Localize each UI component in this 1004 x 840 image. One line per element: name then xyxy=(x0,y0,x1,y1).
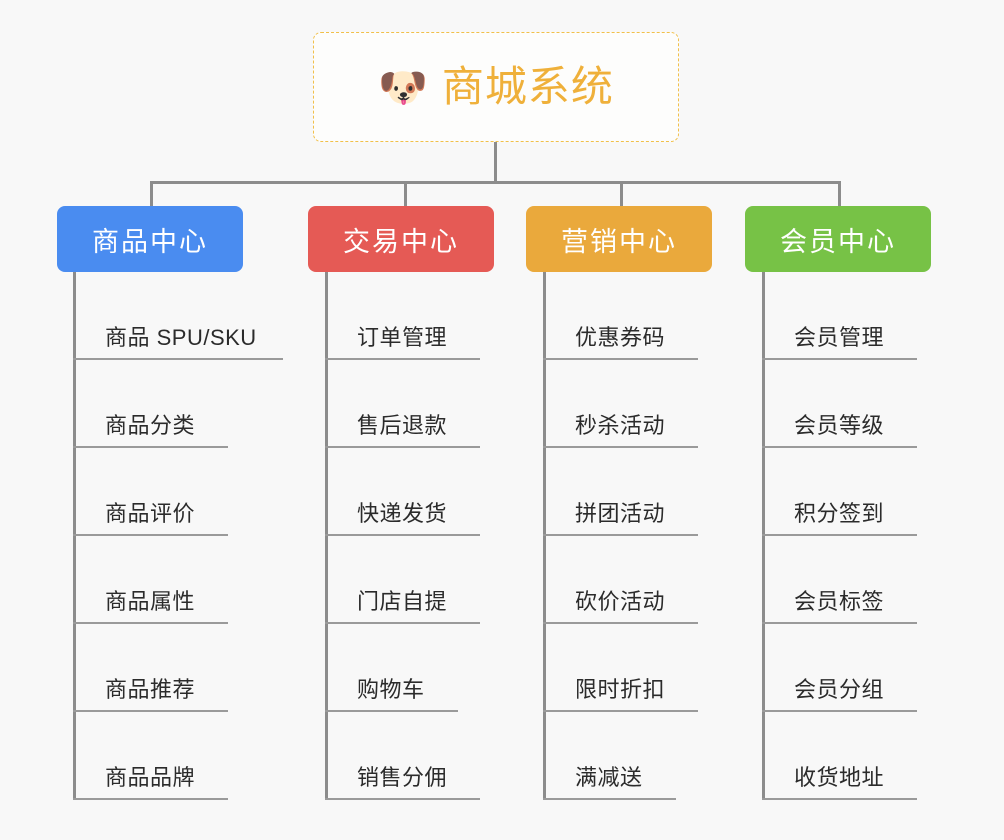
leaf-item[interactable]: 快递发货 xyxy=(325,448,480,536)
leaf-item-label: 商品品牌 xyxy=(105,765,196,790)
connector-drop-3 xyxy=(620,181,623,206)
leaf-item-label: 商品分类 xyxy=(105,413,196,438)
column-spine xyxy=(762,272,765,800)
leaf-item-label: 拼团活动 xyxy=(575,501,666,526)
leaf-item[interactable]: 商品分类 xyxy=(73,360,228,448)
leaf-item-label: 砍价活动 xyxy=(575,589,666,614)
leaf-item[interactable]: 积分签到 xyxy=(762,448,917,536)
leaf-item-label: 售后退款 xyxy=(357,413,448,438)
category-box-1[interactable]: 商品中心 xyxy=(57,206,243,272)
leaf-item[interactable]: 限时折扣 xyxy=(543,624,698,712)
leaf-item-label: 会员分组 xyxy=(794,677,885,702)
category-label: 交易中心 xyxy=(343,226,459,257)
column-spine xyxy=(543,272,546,800)
leaf-item[interactable]: 满减送 xyxy=(543,712,676,800)
column-spine xyxy=(73,272,76,800)
connector-root-stem xyxy=(494,142,497,182)
leaf-item-label: 秒杀活动 xyxy=(575,413,666,438)
leaf-item-label: 积分签到 xyxy=(794,501,885,526)
leaf-item-label: 满减送 xyxy=(575,765,643,790)
leaf-item-label: 会员管理 xyxy=(794,325,885,350)
leaf-item[interactable]: 砍价活动 xyxy=(543,536,698,624)
category-label: 营销中心 xyxy=(561,226,677,257)
leaf-item-label: 订单管理 xyxy=(357,325,448,350)
leaf-item-label: 会员等级 xyxy=(794,413,885,438)
dog-face-icon: 🐶 xyxy=(378,66,428,110)
category-label: 商品中心 xyxy=(92,226,208,257)
leaf-item-label: 限时折扣 xyxy=(575,677,666,702)
leaf-item-label: 商品评价 xyxy=(105,501,196,526)
leaf-item-label: 快递发货 xyxy=(357,501,448,526)
leaf-item[interactable]: 秒杀活动 xyxy=(543,360,698,448)
leaf-item[interactable]: 收货地址 xyxy=(762,712,917,800)
category-label: 会员中心 xyxy=(780,226,896,257)
connector-horizontal-bus xyxy=(150,181,841,184)
category-box-3[interactable]: 营销中心 xyxy=(526,206,712,272)
leaf-item[interactable]: 拼团活动 xyxy=(543,448,698,536)
connector-drop-2 xyxy=(404,181,407,206)
leaf-item-label: 会员标签 xyxy=(794,589,885,614)
root-node[interactable]: 🐶 商城系统 xyxy=(313,32,679,142)
leaf-item[interactable]: 会员等级 xyxy=(762,360,917,448)
leaf-item-label: 销售分佣 xyxy=(357,765,448,790)
connector-drop-4 xyxy=(838,181,841,206)
leaf-item[interactable]: 商品品牌 xyxy=(73,712,228,800)
leaf-item[interactable]: 订单管理 xyxy=(325,272,480,360)
leaf-item-label: 商品推荐 xyxy=(105,677,196,702)
root-title: 商城系统 xyxy=(441,63,614,110)
leaf-item[interactable]: 会员分组 xyxy=(762,624,917,712)
leaf-item[interactable]: 销售分佣 xyxy=(325,712,480,800)
leaf-item[interactable]: 会员标签 xyxy=(762,536,917,624)
leaf-item-label: 门店自提 xyxy=(357,589,448,614)
leaf-item-label: 商品属性 xyxy=(105,589,196,614)
leaf-item-label: 收货地址 xyxy=(794,765,885,790)
leaf-item[interactable]: 会员管理 xyxy=(762,272,917,360)
leaf-item[interactable]: 门店自提 xyxy=(325,536,480,624)
leaf-item[interactable]: 购物车 xyxy=(325,624,458,712)
leaf-item[interactable]: 商品 SPU/SKU xyxy=(73,272,283,360)
leaf-item[interactable]: 售后退款 xyxy=(325,360,480,448)
category-box-2[interactable]: 交易中心 xyxy=(308,206,494,272)
leaf-item[interactable]: 优惠券码 xyxy=(543,272,698,360)
leaf-item-label: 优惠券码 xyxy=(575,325,666,350)
leaf-item[interactable]: 商品推荐 xyxy=(73,624,228,712)
connector-drop-1 xyxy=(150,181,153,206)
column-spine xyxy=(325,272,328,800)
leaf-item-label: 购物车 xyxy=(357,677,425,702)
category-box-4[interactable]: 会员中心 xyxy=(745,206,931,272)
leaf-item-label: 商品 SPU/SKU xyxy=(105,325,257,350)
leaf-item[interactable]: 商品属性 xyxy=(73,536,228,624)
leaf-item[interactable]: 商品评价 xyxy=(73,448,228,536)
